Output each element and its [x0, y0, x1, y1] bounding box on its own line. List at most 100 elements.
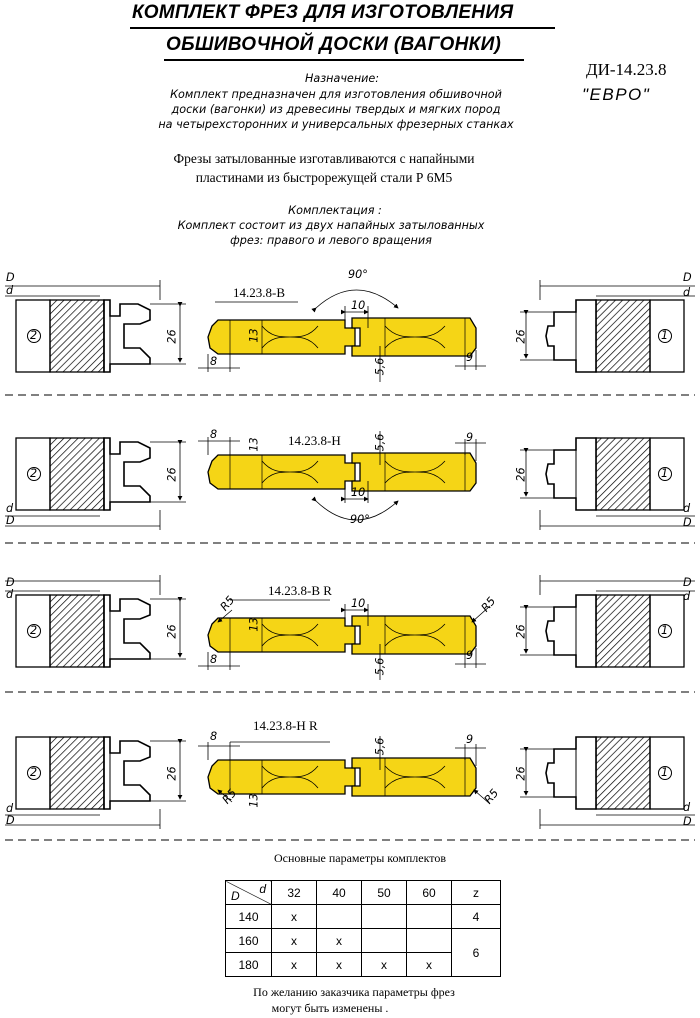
- s3-num-left: 2: [30, 624, 38, 637]
- table-row-D: 160: [225, 928, 272, 953]
- table-cell: x: [406, 952, 452, 977]
- s2-w8: 8: [210, 428, 218, 441]
- s3-d-left: d: [6, 588, 14, 601]
- s2-h13: 13: [247, 437, 261, 452]
- kit-line-1: Комплект состоит из двух напайных затыло…: [177, 219, 485, 232]
- section-2-boards: [198, 431, 486, 521]
- s1-D-left: D: [6, 271, 15, 284]
- section-4-label: 14.23.8-Н R: [253, 718, 318, 733]
- table-cell: [406, 904, 452, 929]
- s1-w10: 10: [351, 299, 366, 312]
- s3-D-left: D: [6, 576, 15, 589]
- s1-h13: 13: [247, 328, 261, 343]
- section-1-boards: [198, 289, 486, 382]
- purpose-line-1: Комплект предназначен для изготовления о…: [170, 88, 502, 101]
- title-underline-2: [164, 59, 524, 61]
- section-3-label: 14.23.8-В R: [268, 583, 332, 598]
- footer-line-2: могут быть изменены .: [271, 1001, 389, 1015]
- title-underline-1: [130, 27, 555, 29]
- s3-w56: 5,6: [373, 657, 387, 676]
- table-z-cell: 6: [451, 928, 501, 977]
- s3-num-right: 1: [661, 624, 669, 637]
- footer-line-1: По желанию заказчика параметры фрез: [253, 985, 455, 999]
- product-code: ДИ-14.23.8: [586, 60, 667, 79]
- table-cell: [361, 928, 407, 953]
- title-line-2: ОБШИВОЧНОЙ ДОСКИ (ВАГОНКИ): [166, 34, 502, 55]
- table-z-cell: 4: [451, 904, 501, 929]
- s1-h26-left: 26: [165, 329, 179, 344]
- table-row: 140 x 4: [225, 904, 501, 929]
- table-cell: x: [271, 928, 317, 953]
- purpose-heading: Назначение:: [304, 72, 380, 85]
- s3-D-right: D: [683, 576, 692, 589]
- s1-w8: 8: [210, 355, 218, 368]
- table-cell: [316, 904, 362, 929]
- material-line-2: пластинами из быстрорежущей стали Р 6М5: [195, 170, 453, 185]
- table-z-header: z: [451, 880, 501, 905]
- section-3-boards: [198, 599, 491, 680]
- material-line-1: Фрезы затылованные изготавливаются с нап…: [173, 151, 475, 166]
- s2-num-right: 1: [661, 467, 669, 480]
- table-cell: x: [271, 952, 317, 977]
- s2-D-left: D: [6, 514, 15, 527]
- corner-D: D: [231, 889, 240, 903]
- s2-angle: 90°: [350, 513, 370, 526]
- s2-h26-left: 26: [165, 467, 179, 482]
- kit-line-2: фрез: правого и левого вращения: [230, 234, 432, 247]
- section-2-label: 14.23.8-Н: [288, 433, 341, 448]
- s3-w8: 8: [210, 653, 218, 666]
- s4-d-right: d: [683, 801, 691, 814]
- s1-angle: 90°: [348, 268, 368, 281]
- s2-w10: 10: [351, 486, 366, 499]
- s4-h26-left: 26: [165, 766, 179, 781]
- section-separators: [5, 394, 695, 841]
- table-row: 180 x x x x: [225, 952, 501, 977]
- kit-heading: Комплектация :: [288, 204, 382, 217]
- s4-h26-right: 26: [514, 766, 528, 781]
- s1-D-right: D: [683, 271, 692, 284]
- s4-w9: 9: [466, 733, 474, 746]
- table-row: 160 x x 6: [225, 928, 501, 977]
- s4-num-left: 2: [30, 766, 38, 779]
- series-label: "ЕВРО": [582, 85, 651, 104]
- table-cell: [361, 904, 407, 929]
- purpose-line-2: доски (вагонки) из древесины твердых и м…: [171, 103, 501, 116]
- s4-num-right: 1: [661, 766, 669, 779]
- s2-d-right: d: [683, 502, 691, 515]
- s1-num-right: 1: [661, 329, 669, 342]
- s2-w56: 5,6: [373, 433, 387, 452]
- table-cell: x: [361, 952, 407, 977]
- table-row-D: 140: [225, 904, 272, 929]
- s3-w10: 10: [351, 597, 366, 610]
- table-cell: x: [271, 904, 317, 929]
- table-row-D: 180: [225, 952, 272, 977]
- s4-w56: 5,6: [373, 737, 387, 756]
- s2-d-left: d: [6, 502, 14, 515]
- s2-h26-right: 26: [514, 467, 528, 482]
- table-col-header: 40: [316, 880, 362, 905]
- table-cell: x: [316, 952, 362, 977]
- table-col-header: 32: [271, 880, 317, 905]
- title-line-1: КОМПЛЕКТ ФРЕЗ ДЛЯ ИЗГОТОВЛЕНИЯ: [132, 2, 514, 23]
- s3-h26-right: 26: [514, 624, 528, 639]
- purpose-line-3: на четырехсторонних и универсальных фрез…: [158, 118, 514, 131]
- s1-num-left: 2: [30, 329, 38, 342]
- s2-num-left: 2: [30, 467, 38, 480]
- section-4-boards: [198, 736, 491, 805]
- s1-h26-right: 26: [514, 329, 528, 344]
- s3-w9: 9: [466, 649, 474, 662]
- s1-d-right: d: [683, 286, 691, 299]
- section-3-drawing: [5, 575, 695, 667]
- section-1-drawing: [5, 280, 695, 372]
- s1-w9: 9: [466, 351, 474, 364]
- s4-w8: 8: [210, 730, 218, 743]
- s3-h13: 13: [247, 617, 261, 632]
- s4-h13: 13: [247, 793, 261, 808]
- table-corner-cell: d D: [225, 880, 272, 905]
- s2-D-right: D: [683, 516, 692, 529]
- corner-d: d: [259, 882, 266, 896]
- s2-w9: 9: [466, 431, 474, 444]
- table-header-row: d D 32 40 50 60 z: [225, 880, 501, 905]
- section-2-drawing: [5, 438, 695, 530]
